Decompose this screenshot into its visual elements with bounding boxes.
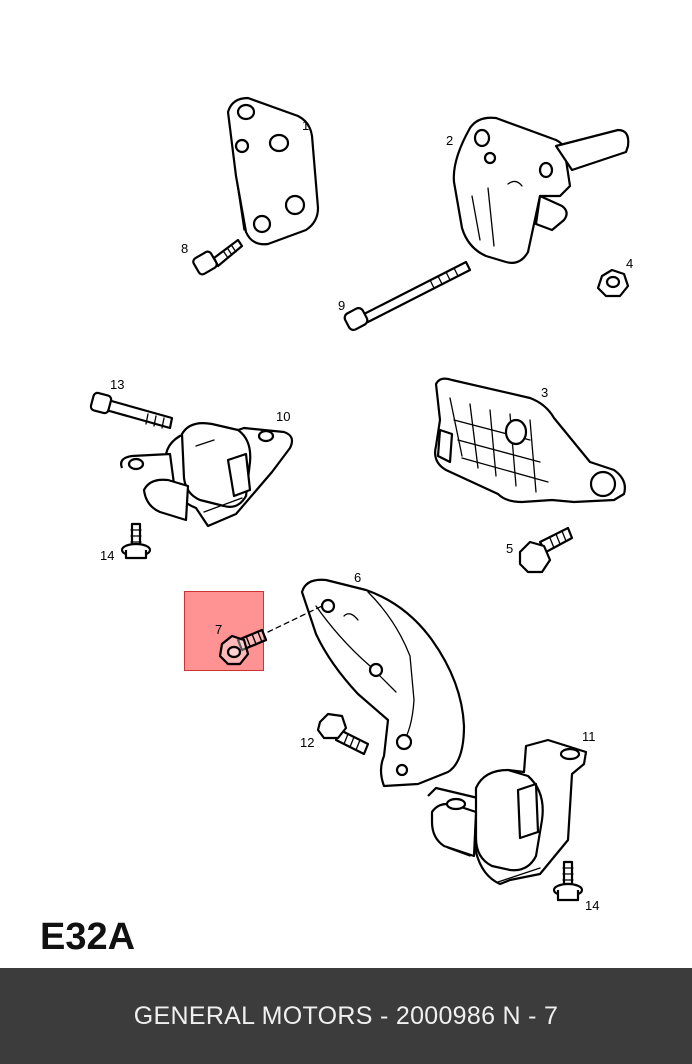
part-14-stud-bolt-left[interactable] <box>120 522 152 560</box>
part-4-nut[interactable] <box>596 268 630 298</box>
callout-part-11: 11 <box>582 729 596 744</box>
callout-part-6: 6 <box>354 570 361 585</box>
callout-part-3: 3 <box>541 385 548 400</box>
callout-part-14-left: 14 <box>100 548 114 563</box>
parts-diagram: 1 2 8 4 9 13 3 10 14 5 6 12 11 14 <box>89 96 633 913</box>
callout-part-13: 13 <box>110 377 124 392</box>
part-12-bolt[interactable] <box>316 712 370 756</box>
part-3-ribbed-bracket[interactable] <box>434 377 626 504</box>
part-10-engine-mount[interactable] <box>120 422 294 528</box>
part-11-mount[interactable] <box>427 738 588 886</box>
callout-part-1: 1 <box>302 118 309 133</box>
callout-part-12: 12 <box>300 735 314 750</box>
assembly-line <box>267 605 323 633</box>
callout-part-4: 4 <box>626 256 633 271</box>
part-6-large-bracket[interactable] <box>300 578 466 788</box>
callout-part-14-right: 14 <box>585 898 599 913</box>
part-5-bolt[interactable] <box>518 526 574 574</box>
callout-part-10: 10 <box>276 409 290 424</box>
part-1-bracket-plate[interactable] <box>226 96 320 246</box>
footer-part-info: GENERAL MOTORS - 2000986 N - 7 <box>133 1001 559 1030</box>
diagram-code: E32A <box>40 916 136 958</box>
part-2-bracket[interactable] <box>452 116 630 264</box>
callout-part-9: 9 <box>338 298 345 313</box>
callout-part-2: 2 <box>446 133 453 148</box>
part-8-bolt[interactable] <box>192 238 244 276</box>
callout-part-8: 8 <box>181 241 188 256</box>
part-13-bolt[interactable] <box>89 391 174 430</box>
highlight-box-part-7[interactable] <box>184 591 264 671</box>
callout-part-5: 5 <box>506 541 513 556</box>
footer-bar: GENERAL MOTORS - 2000986 N - 7 <box>0 968 692 1064</box>
part-9-long-bolt[interactable] <box>343 260 472 332</box>
part-14-stud-bolt-right[interactable] <box>552 860 584 902</box>
